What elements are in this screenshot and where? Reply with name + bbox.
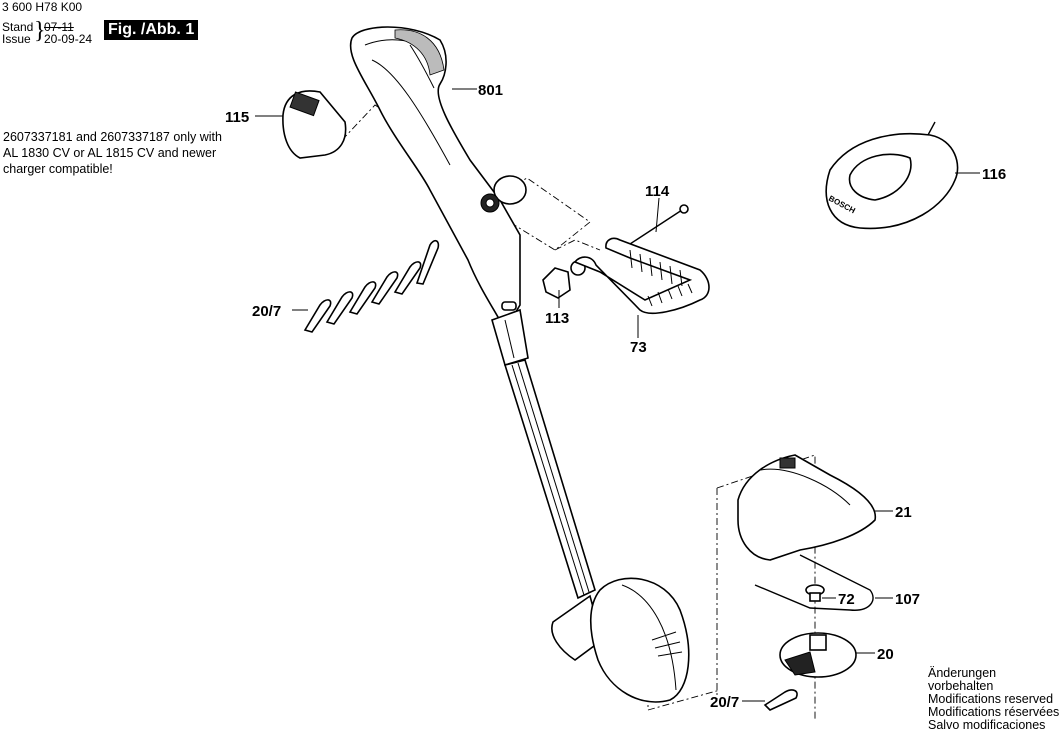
grip-texture (394, 29, 445, 76)
notice-line: Modifications réservées (928, 705, 1060, 719)
label-73: 73 (630, 339, 647, 356)
motor-head (551, 577, 690, 703)
handle-housing-801 (349, 26, 529, 367)
stand-issue-labels: Stand Issue (2, 21, 33, 45)
brace-glyph: } (34, 18, 46, 44)
single-blade (763, 689, 798, 711)
knob-nut-113 (542, 260, 586, 299)
figure-badge: Fig. /Abb. 1 (104, 20, 199, 40)
guard-21 (737, 454, 877, 561)
label-72: 72 (838, 591, 855, 608)
note-line: charger compatible! (3, 162, 113, 176)
note-line: AL 1830 CV or AL 1815 CV and newer (3, 146, 217, 160)
label-20-7-single: 20/7 (710, 694, 739, 711)
label-801: 801 (478, 82, 503, 99)
blades-20-7 (303, 239, 440, 333)
bolt-114 (629, 204, 689, 245)
auxiliary-handle-73 (573, 237, 710, 314)
issue-date: 20-09-24 (44, 32, 93, 46)
shaft (503, 359, 596, 600)
label-20-7: 20/7 (252, 303, 281, 320)
document-code: 3 600 H78 K00 (2, 0, 83, 14)
blade-disc-20 (779, 632, 857, 678)
screw-72 (805, 584, 825, 602)
battery-pack-115 (282, 90, 347, 159)
notice-line: Modifications reserved (928, 692, 1054, 706)
charger-116: BOSCH (825, 121, 959, 230)
label-116: 116 (982, 166, 1006, 183)
compatibility-note: 2607337181 and 2607337187 only with AL 1… (3, 129, 222, 177)
label-113: 113 (545, 310, 569, 327)
label-115: 115 (225, 109, 249, 126)
part-labels: 801 115 116 114 113 73 20/7 21 107 72 20… (225, 82, 1006, 711)
leader-lines (255, 88, 980, 702)
label-107: 107 (895, 591, 920, 608)
wire-guide-107 (754, 554, 874, 611)
note-line: 2607337181 and 2607337187 only with (3, 130, 222, 144)
stand-label: Stand (2, 20, 34, 34)
label-114: 114 (645, 183, 670, 200)
stand-issue-dates: 07-11 20-09-24 (44, 21, 92, 45)
stand-date-struck: 07-11 (44, 20, 74, 34)
label-21: 21 (895, 504, 912, 521)
notice-line: Änderungen vorbehalten (928, 666, 997, 693)
issue-label: Issue (2, 32, 31, 46)
notice-line: Salvo modificaciones (928, 718, 1046, 732)
label-20: 20 (877, 646, 894, 663)
